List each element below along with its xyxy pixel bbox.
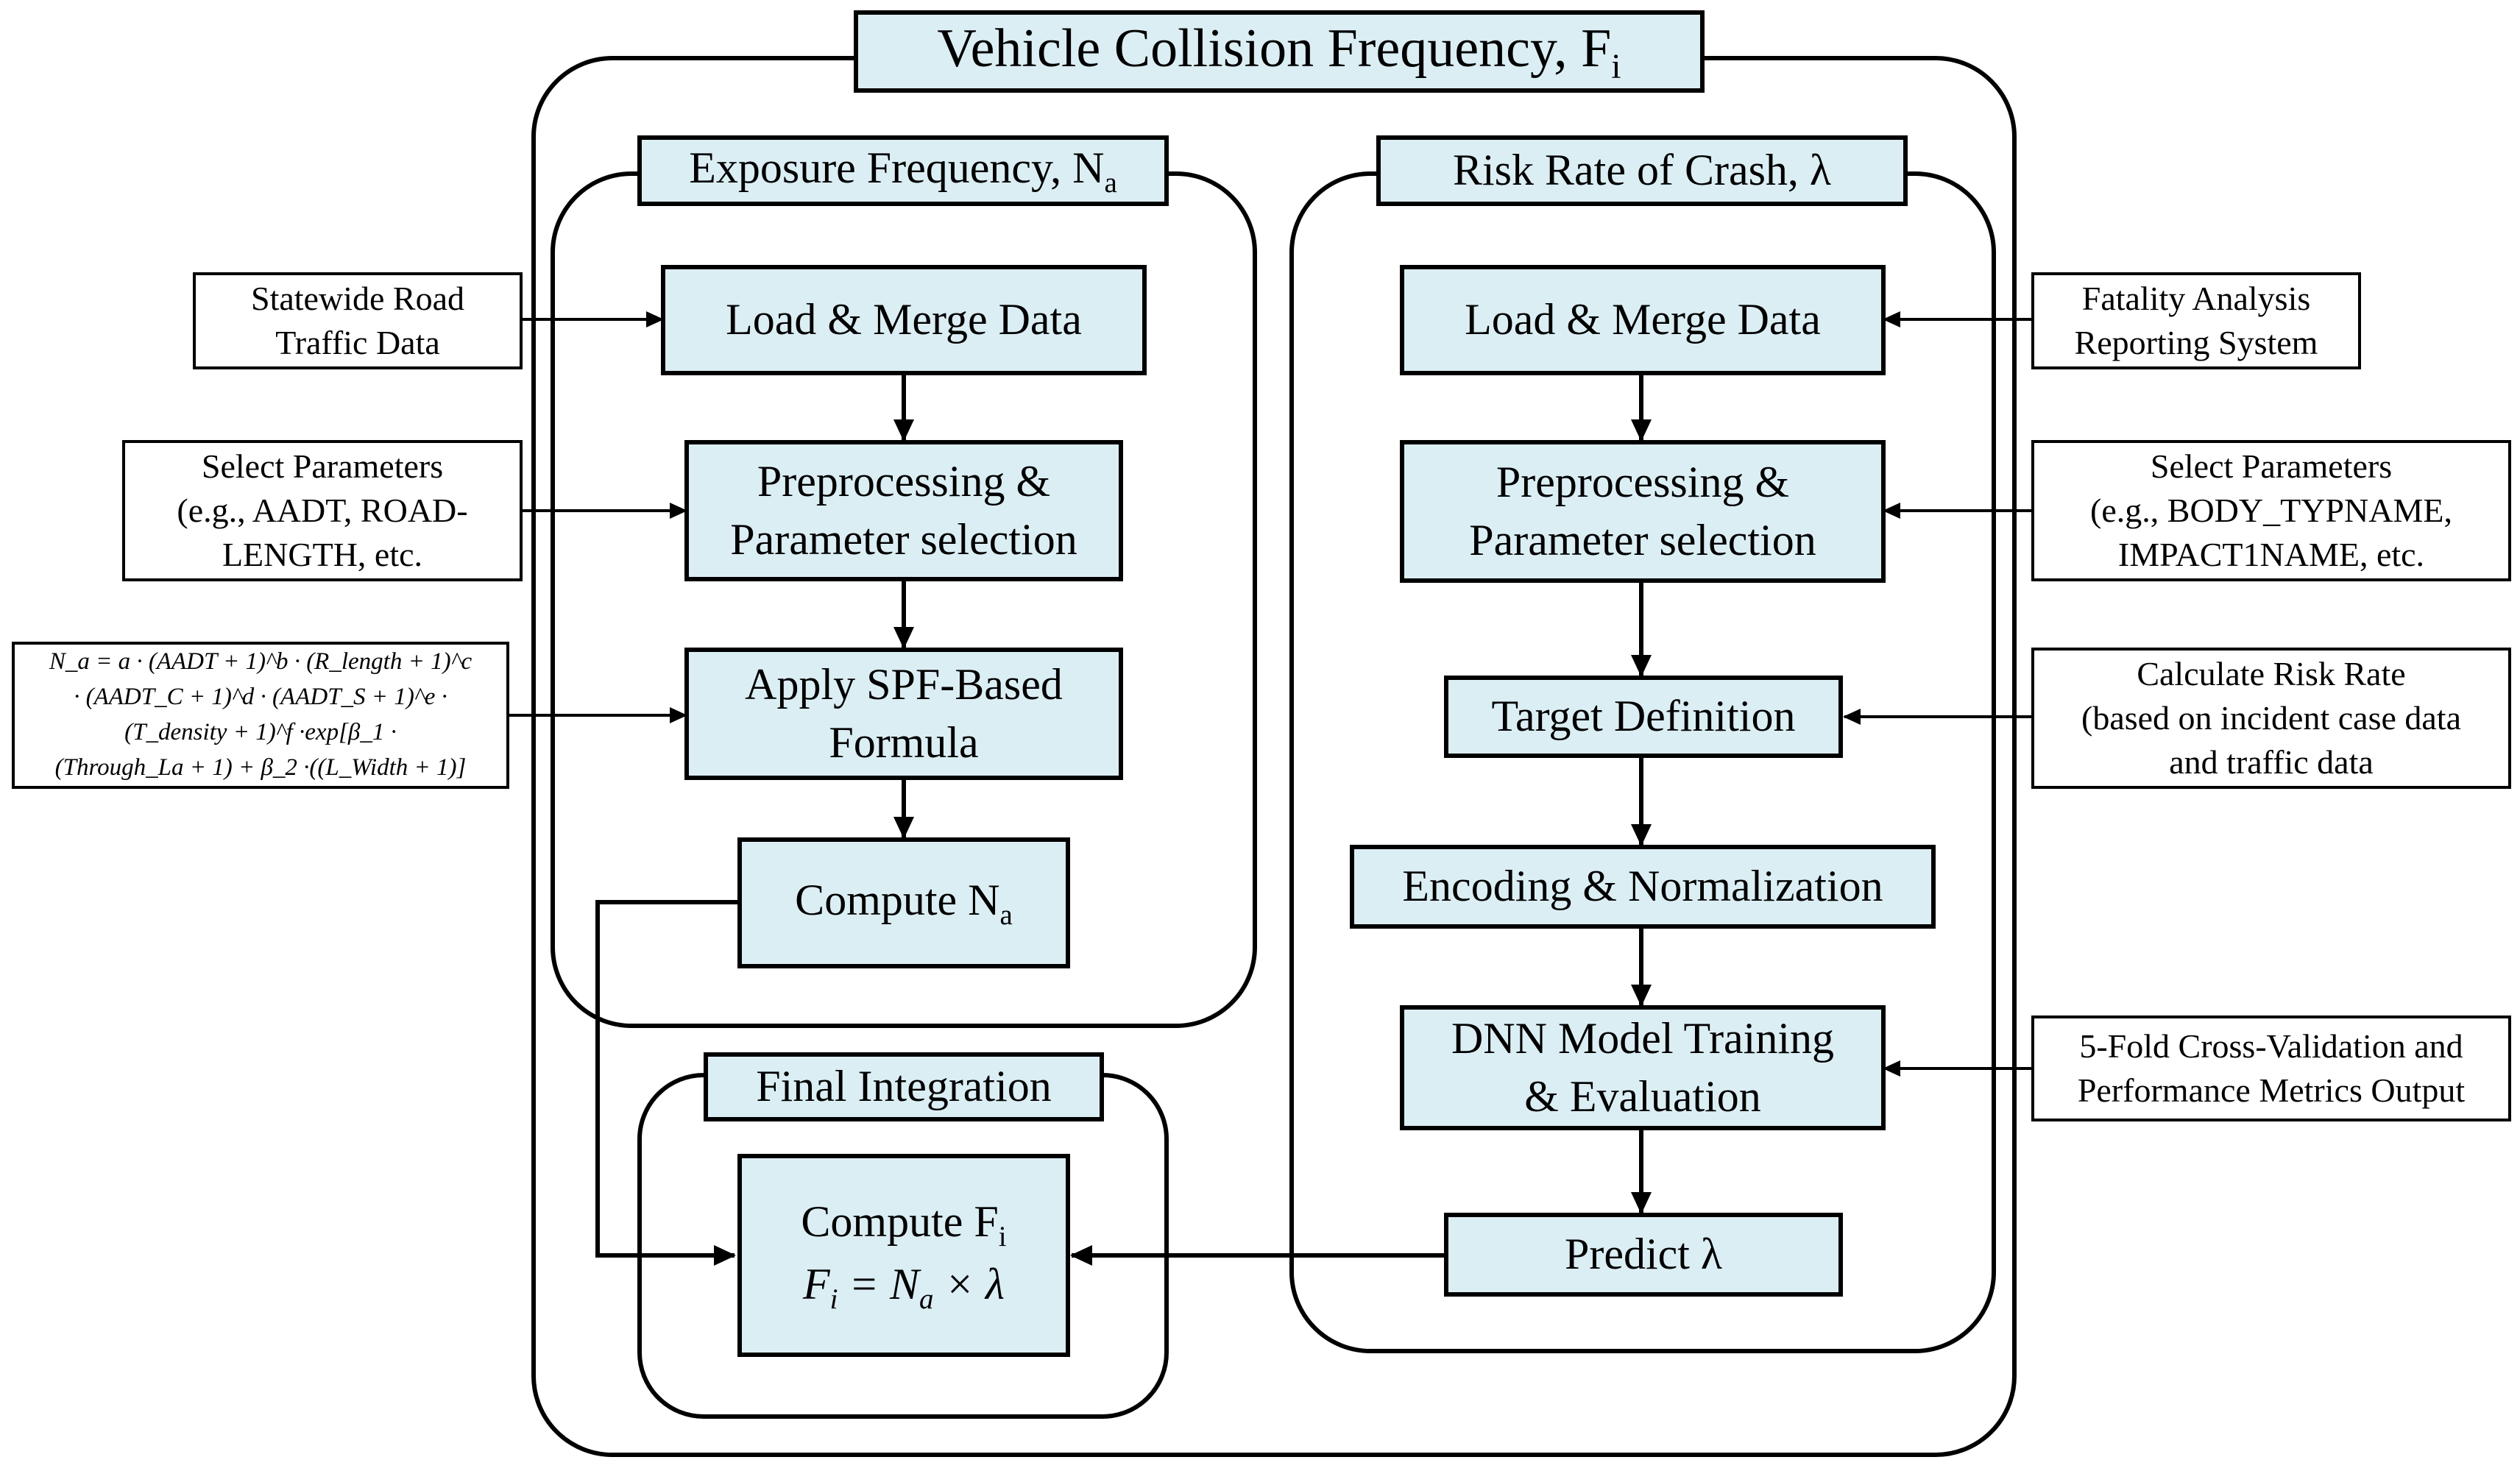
risk-rate-input-line2: (based on incident case data xyxy=(2081,699,2461,737)
exp-preprocessing-label-line2: Parameter selection xyxy=(730,515,1077,564)
target-definition-box: Target Definition xyxy=(1444,676,1843,758)
exposure-title-subscript: a xyxy=(1104,167,1117,199)
cross-validation-line2: Performance Metrics Output xyxy=(2077,1071,2466,1109)
compute-fi-label: Compute F xyxy=(801,1197,999,1246)
apply-spf-formula-box: Apply SPF-Based Formula xyxy=(684,648,1123,780)
encoding-normalization-label: Encoding & Normalization xyxy=(1402,862,1883,911)
select-params-left-line1: Select Parameters xyxy=(201,447,444,486)
select-params-right-line2: (e.g., BODY_TYPNAME, xyxy=(2090,492,2452,530)
risk-preprocessing-label-line1: Preprocessing & xyxy=(1496,457,1790,506)
spf-formula-line3: (T_density + 1)^f ·exp[β_1 · xyxy=(124,719,397,745)
traffic-data-line1: Statewide Road xyxy=(251,280,464,318)
select-parameters-left-box: Select Parameters (e.g., AADT, ROAD- LEN… xyxy=(122,440,523,581)
dnn-training-label-line2: & Evaluation xyxy=(1524,1072,1761,1121)
compute-fi-box: Compute Fi Fi = Na × λ xyxy=(737,1154,1070,1357)
spf-formula-line1: N_a = a · (AADT + 1)^b · (R_length + 1)^… xyxy=(49,648,473,676)
risk-preprocessing-label-line2: Parameter selection xyxy=(1469,516,1816,564)
main-title: Vehicle Collision Frequency, Fi xyxy=(854,10,1705,93)
arrow-compute-na-to-compute-fi xyxy=(595,900,739,1266)
compute-na-label: Compute N xyxy=(795,876,1000,925)
exp-load-merge-data-label: Load & Merge Data xyxy=(726,295,1082,344)
select-params-right-line3: IMPACT1NAME, etc. xyxy=(2117,535,2425,573)
encoding-normalization-box: Encoding & Normalization xyxy=(1350,845,1936,929)
apply-spf-label-line1: Apply SPF-Based xyxy=(745,659,1063,709)
cross-validation-box: 5-Fold Cross-Validation and Performance … xyxy=(2031,1015,2511,1121)
fars-line1: Fatality Analysis xyxy=(2081,280,2311,318)
risk-load-merge-data-box: Load & Merge Data xyxy=(1400,265,1886,375)
risk-rate-title: Risk Rate of Crash, λ xyxy=(1376,135,1908,206)
compute-na-subscript: a xyxy=(999,899,1013,932)
main-title-text: Vehicle Collision Frequency, F xyxy=(937,18,1612,79)
select-parameters-right-box: Select Parameters (e.g., BODY_TYPNAME, I… xyxy=(2031,440,2511,581)
risk-rate-input-line3: and traffic data xyxy=(2169,742,2374,781)
dnn-training-label-line1: DNN Model Training xyxy=(1451,1013,1835,1063)
spf-formula-line2: · (AADT_C + 1)^d · (AADT_S + 1)^e · xyxy=(74,684,447,711)
risk-title-text: Risk Rate of Crash, λ xyxy=(1452,146,1832,195)
exp-preprocessing-box: Preprocessing & Parameter selection xyxy=(684,440,1123,581)
exp-preprocessing-label-line1: Preprocessing & xyxy=(757,456,1051,506)
apply-spf-label-line2: Formula xyxy=(829,718,979,767)
fi-equation-f-sub: i xyxy=(829,1283,838,1315)
predict-lambda-label: Predict λ xyxy=(1564,1230,1723,1279)
main-title-subscript: i xyxy=(1611,46,1621,86)
target-definition-label: Target Definition xyxy=(1491,692,1796,741)
risk-rate-input-line1: Calculate Risk Rate xyxy=(2137,655,2406,693)
fi-equation-na: = N xyxy=(838,1260,920,1308)
spf-formula-box: N_a = a · (AADT + 1)^b · (R_length + 1)^… xyxy=(12,642,509,789)
select-params-left-line3: LENGTH, etc. xyxy=(222,535,423,573)
risk-load-merge-data-label: Load & Merge Data xyxy=(1465,295,1821,344)
fars-line2: Reporting System xyxy=(2074,324,2318,361)
spf-formula-line4: (Through_La + 1) + β_2 ·((L_Width + 1)] xyxy=(54,754,467,781)
fatality-analysis-box: Fatality Analysis Reporting System xyxy=(2031,272,2361,369)
exposure-title-text: Exposure Frequency, N xyxy=(689,143,1105,193)
statewide-traffic-data-box: Statewide Road Traffic Data xyxy=(193,272,523,369)
compute-na-box: Compute Na xyxy=(737,837,1070,968)
risk-preprocessing-box: Preprocessing & Parameter selection xyxy=(1400,440,1886,583)
cross-validation-line1: 5-Fold Cross-Validation and xyxy=(2079,1027,2463,1066)
fi-equation-na-sub: a xyxy=(919,1283,934,1315)
exposure-frequency-title: Exposure Frequency, Na xyxy=(637,135,1169,206)
dnn-training-box: DNN Model Training & Evaluation xyxy=(1400,1005,1886,1130)
select-params-right-line1: Select Parameters xyxy=(2150,447,2393,486)
fi-equation-lambda: × λ xyxy=(933,1260,1005,1308)
compute-fi-subscript: i xyxy=(998,1220,1007,1252)
calculate-risk-rate-box: Calculate Risk Rate (based on incident c… xyxy=(2031,648,2511,789)
select-params-left-line2: (e.g., AADT, ROAD- xyxy=(177,492,468,530)
fi-equation-f: F xyxy=(803,1260,830,1308)
fi-equation: Fi = Na × λ xyxy=(803,1255,1005,1318)
final-integration-title: Final Integration xyxy=(704,1052,1104,1121)
final-title-text: Final Integration xyxy=(756,1062,1052,1111)
predict-lambda-box: Predict λ xyxy=(1444,1213,1843,1297)
traffic-data-line2: Traffic Data xyxy=(275,324,440,361)
exp-load-merge-data-box: Load & Merge Data xyxy=(661,265,1147,375)
